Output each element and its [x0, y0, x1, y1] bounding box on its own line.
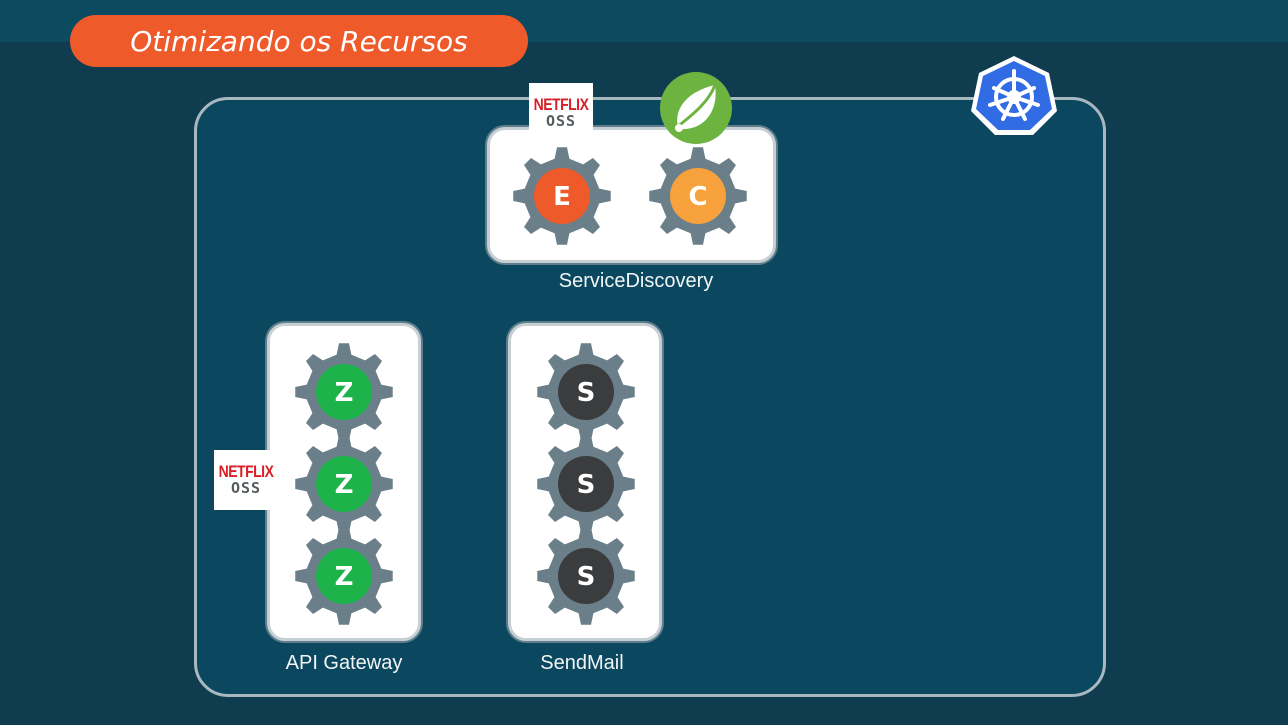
api-gateway-label: API Gateway — [285, 652, 403, 674]
service-badge-circle — [558, 364, 614, 420]
service-gear-config: C — [648, 146, 748, 246]
oss-text: OSS — [545, 112, 577, 130]
service-letter: Z — [335, 470, 354, 500]
sendmail-label: SendMail — [540, 652, 624, 674]
netflix-oss-badge: NETFLIX OSS — [529, 83, 593, 143]
netflix-brand-text: NETFLIX — [533, 94, 589, 114]
service-gear-sendmail: S — [536, 342, 636, 442]
service-gear-zuul: Z — [294, 526, 394, 626]
netflix-oss-badge: NETFLIX OSS — [214, 450, 278, 510]
service-badge-circle — [670, 168, 726, 224]
service-gear-sendmail: S — [536, 434, 636, 534]
service-gear-sendmail: S — [536, 526, 636, 626]
service-letter: Z — [335, 562, 354, 592]
service-letter: Z — [335, 378, 354, 408]
service-letter: S — [577, 378, 596, 408]
service-badge-circle — [558, 548, 614, 604]
service-badge-circle — [534, 168, 590, 224]
spring-leaf-icon — [659, 71, 733, 145]
service-badge-circle — [558, 456, 614, 512]
service-letter: C — [688, 182, 707, 212]
service-letter: S — [577, 562, 596, 592]
kubernetes-icon — [970, 53, 1058, 137]
netflix-brand-text: NETFLIX — [218, 461, 274, 481]
oss-text: OSS — [230, 479, 262, 497]
service-badge-circle — [316, 456, 372, 512]
service-letter: S — [577, 470, 596, 500]
service-gear-zuul: Z — [294, 434, 394, 534]
service-gear-zuul: Z — [294, 342, 394, 442]
service-letter: E — [553, 182, 571, 212]
service-gear-eureka: E — [512, 146, 612, 246]
service-badge-circle — [316, 548, 372, 604]
service-badge-circle — [316, 364, 372, 420]
service-discovery-label: ServiceDiscovery — [558, 270, 714, 292]
slide-title: Otimizando os Recursos — [70, 15, 528, 67]
